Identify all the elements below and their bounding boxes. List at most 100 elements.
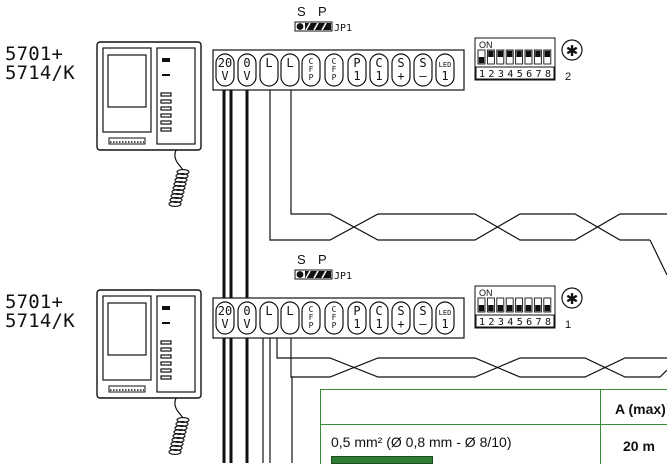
terminal-2-9-bottom: + xyxy=(397,317,404,331)
terminal-1-1-top: 20 xyxy=(218,56,232,70)
jumper-2-label-p: P xyxy=(318,252,327,267)
dip-switch-8 xyxy=(543,297,552,313)
monitor-1-button xyxy=(162,58,170,62)
terminal-1-7: P1 xyxy=(347,53,367,87)
terminal-2-6-mid: F xyxy=(332,313,337,322)
dip-1-setting: 2 xyxy=(565,71,571,83)
terminal-2-5-top: C xyxy=(309,305,314,314)
unit-2-model-line2: 5714/K xyxy=(5,310,75,332)
asterisk-2-glyph: ✱ xyxy=(566,290,579,308)
dip-switch-unit-1: ON 12345678 xyxy=(474,37,556,81)
terminal-1-5-top: C xyxy=(309,57,314,66)
monitor-2-button xyxy=(162,306,170,310)
terminal-2-6: CFP xyxy=(324,301,344,335)
dip-switch-3 xyxy=(496,49,505,65)
cable-table-header-row xyxy=(321,390,667,425)
dip-switch-6 xyxy=(524,49,533,65)
dip-switch-5 xyxy=(515,49,524,65)
wire-loop-right xyxy=(649,239,667,276)
terminal-2-1-bottom: V xyxy=(221,317,228,331)
terminal-1-8: C1 xyxy=(369,53,389,87)
dip-switch-6 xyxy=(524,297,533,313)
asterisk-icon xyxy=(561,287,583,309)
terminal-2-3-top: L xyxy=(265,304,272,318)
monitor-2-speaker-grille xyxy=(108,385,146,393)
terminal-1-7-top: P xyxy=(353,56,360,70)
jumper-2-name: JP1 xyxy=(334,271,352,282)
wire-l-unit-1 xyxy=(269,86,667,241)
terminal-1-6: CFP xyxy=(324,53,344,87)
terminal-1-3: L xyxy=(259,53,279,87)
terminal-1-7-bottom: 1 xyxy=(353,69,360,83)
terminal-2-8-top: C xyxy=(375,304,382,318)
terminal-2-11-bottom: 1 xyxy=(441,317,448,331)
monitor-1-cord xyxy=(174,149,184,171)
dip-switch-2 xyxy=(486,297,495,313)
terminal-2-2-bottom: V xyxy=(243,317,250,331)
terminal-2-6-top: C xyxy=(332,305,337,314)
terminal-2-10: S— xyxy=(413,301,433,335)
terminal-1-4-top: L xyxy=(286,56,293,70)
dip-2-setting: 1 xyxy=(565,319,571,331)
terminal-2-5-mid: F xyxy=(309,313,314,322)
terminal-1-11-bottom: 1 xyxy=(441,69,448,83)
dip-switch-4 xyxy=(505,297,514,313)
jumper-1-label-s: S xyxy=(297,4,306,19)
terminal-2-1: 20V xyxy=(215,301,235,335)
terminal-1-10-bottom: — xyxy=(419,69,427,83)
monitor-2-button xyxy=(162,322,170,324)
unit-1-model-line2: 5714/K xyxy=(5,62,75,84)
monitor-2-cord xyxy=(174,397,184,419)
terminal-1-1: 20V xyxy=(215,53,235,87)
dip-switch-7 xyxy=(533,49,542,65)
terminal-2-7-top: P xyxy=(353,304,360,318)
terminal-1-5: CFP xyxy=(301,53,321,87)
terminal-1-6-top: C xyxy=(332,57,337,66)
terminal-2-8: C1 xyxy=(369,301,389,335)
terminal-1-2-bottom: V xyxy=(243,69,250,83)
terminal-1-2-top: 0 xyxy=(243,56,250,70)
terminal-2-5: CFP xyxy=(301,301,321,335)
dip-switch-3 xyxy=(496,297,505,313)
dip-switch-1 xyxy=(477,297,486,313)
terminal-2-2: 0V xyxy=(237,301,257,335)
terminal-1-5-mid: F xyxy=(309,65,314,74)
terminal-1-3-top: L xyxy=(265,56,272,70)
unit-1-model-line1: 5701+ xyxy=(5,43,64,65)
jumper-jp1-unit-1: S P JP1 xyxy=(294,4,352,34)
jumper-jp1-unit-2: S P JP1 xyxy=(294,252,352,282)
dip-switch-unit-2: ON 12345678 xyxy=(474,285,556,329)
terminal-1-5-bottom: P xyxy=(309,73,314,82)
dip-switch-7 xyxy=(533,297,542,313)
wire-l-unit-2 xyxy=(269,334,667,463)
terminal-1-10: S— xyxy=(413,53,433,87)
dip-1-on-label: ON xyxy=(479,40,493,50)
monitor-1-screen xyxy=(107,54,147,108)
dip-switch-4 xyxy=(505,49,514,65)
unit-2-model-line1: 5701+ xyxy=(5,291,64,313)
dip-2-switches xyxy=(477,297,552,313)
cable-table-divider xyxy=(600,390,601,464)
terminal-2-8-bottom: 1 xyxy=(375,317,382,331)
monitor-unit-1 xyxy=(96,41,202,207)
terminal-1-1-bottom: V xyxy=(221,69,228,83)
terminal-2-11-top: LED xyxy=(439,309,452,317)
monitor-2-button-column xyxy=(160,340,172,380)
dip-switch-1 xyxy=(477,49,486,65)
terminal-2-4-top: L xyxy=(286,304,293,318)
terminal-2-7-bottom: 1 xyxy=(353,317,360,331)
dip-switch-8 xyxy=(543,49,552,65)
terminal-2-1-top: 20 xyxy=(218,304,232,318)
dip-1-switches xyxy=(477,49,552,65)
terminal-1-4: L xyxy=(280,53,300,87)
monitor-unit-2 xyxy=(96,289,202,455)
terminal-1-9-top: S xyxy=(397,56,404,70)
monitor-1-button xyxy=(162,74,170,76)
cable-table-row-value: 20 m xyxy=(623,438,655,454)
terminal-1-6-mid: F xyxy=(332,65,337,74)
